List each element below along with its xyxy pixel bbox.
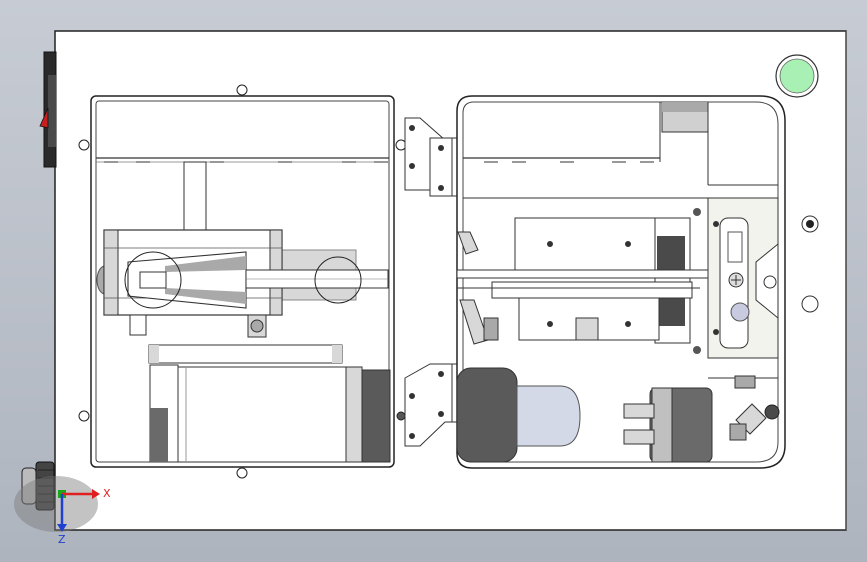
mount-hole	[396, 411, 406, 421]
axis-z-label: Z	[58, 533, 66, 546]
axis-x-arrow	[92, 489, 100, 499]
mount-hole	[78, 410, 90, 422]
left-compartment	[78, 84, 407, 479]
mount-hole	[236, 467, 248, 479]
indicator-light	[775, 54, 819, 98]
axis-triad: X Z	[57, 487, 111, 546]
panel-holes	[801, 215, 819, 313]
mount-hole	[236, 84, 248, 96]
right-compartment	[456, 95, 786, 469]
axis-x-label: X	[103, 487, 111, 500]
axis-z-arrow	[57, 524, 67, 532]
cable-connector	[14, 461, 98, 532]
power-switch[interactable]	[39, 51, 57, 168]
mount-hole	[78, 139, 90, 151]
